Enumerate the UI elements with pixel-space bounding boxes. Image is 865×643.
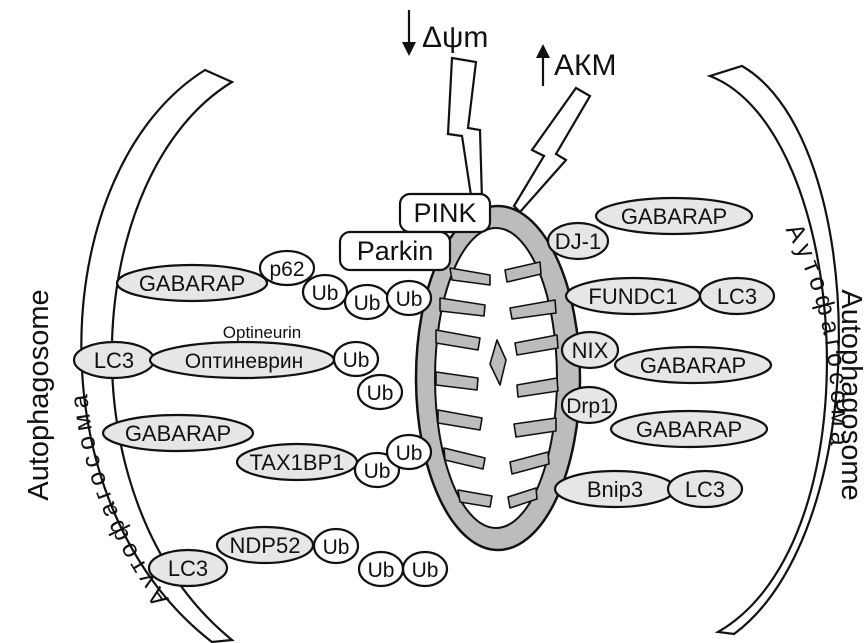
ubiquitin-l4-a-label: Ub: [323, 536, 350, 559]
up-arrow-head-icon: [536, 44, 550, 58]
ubiquitin-l2-a-label: Ub: [343, 349, 370, 372]
tax1bp1-label: TAX1BP1: [250, 450, 345, 475]
fundc1-label: FUNDC1: [588, 284, 677, 309]
ubiquitin-l1-c-label: Ub: [396, 288, 423, 311]
p62-label: p62: [269, 258, 304, 281]
parkin-label: Parkin: [357, 236, 434, 266]
ubiquitin-l1-a-label: Ub: [312, 282, 339, 305]
gabarap-left-1-label: GABARAP: [139, 271, 245, 296]
ubiquitin-l3-a-label: Ub: [364, 460, 391, 483]
akm-label: АКМ: [554, 49, 616, 82]
membrane-potential-label: Δψm: [422, 21, 488, 54]
right-autophagosoma-label: Аутофагосома: [780, 219, 854, 451]
gabarap-right-4-label: GABARAP: [636, 417, 742, 442]
pink-label: PINK: [413, 198, 476, 228]
bnip3-label: Bnip3: [587, 477, 643, 502]
gabarap-left-3-label: GABARAP: [125, 421, 231, 446]
drp1-label: Drp1: [566, 395, 612, 418]
optineurin-label: Оптиневрин: [185, 350, 304, 373]
lc3-left-2-label: LC3: [94, 348, 134, 373]
gabarap-right-3-label: GABARAP: [640, 353, 746, 378]
gabarap-right-1-label: GABARAP: [621, 204, 727, 229]
dj1-label: DJ-1: [555, 229, 601, 254]
lightning-bolt-potential: [448, 58, 482, 202]
lc3-right-5-label: LC3: [685, 477, 725, 502]
lc3-left-4-label: LC3: [168, 556, 208, 581]
lc3-right-2-label: LC3: [717, 284, 757, 309]
ubiquitin-l4-b-label: Ub: [368, 559, 395, 582]
lightning-bolt-akm: [514, 88, 590, 212]
ubiquitin-l1-b-label: Ub: [354, 292, 381, 315]
optineurin-caption: Optineurin: [223, 323, 301, 342]
ubiquitin-l4-c-label: Ub: [412, 559, 439, 582]
ubiquitin-l2-b-label: Ub: [367, 382, 394, 405]
down-arrow-head-icon: [402, 42, 416, 56]
left-autophagosome-label: Autophagosome: [23, 289, 55, 500]
ubiquitin-l3-b-label: Ub: [396, 442, 423, 465]
nix-label: NIX: [572, 338, 609, 363]
ndp52-label: NDP52: [230, 533, 301, 558]
